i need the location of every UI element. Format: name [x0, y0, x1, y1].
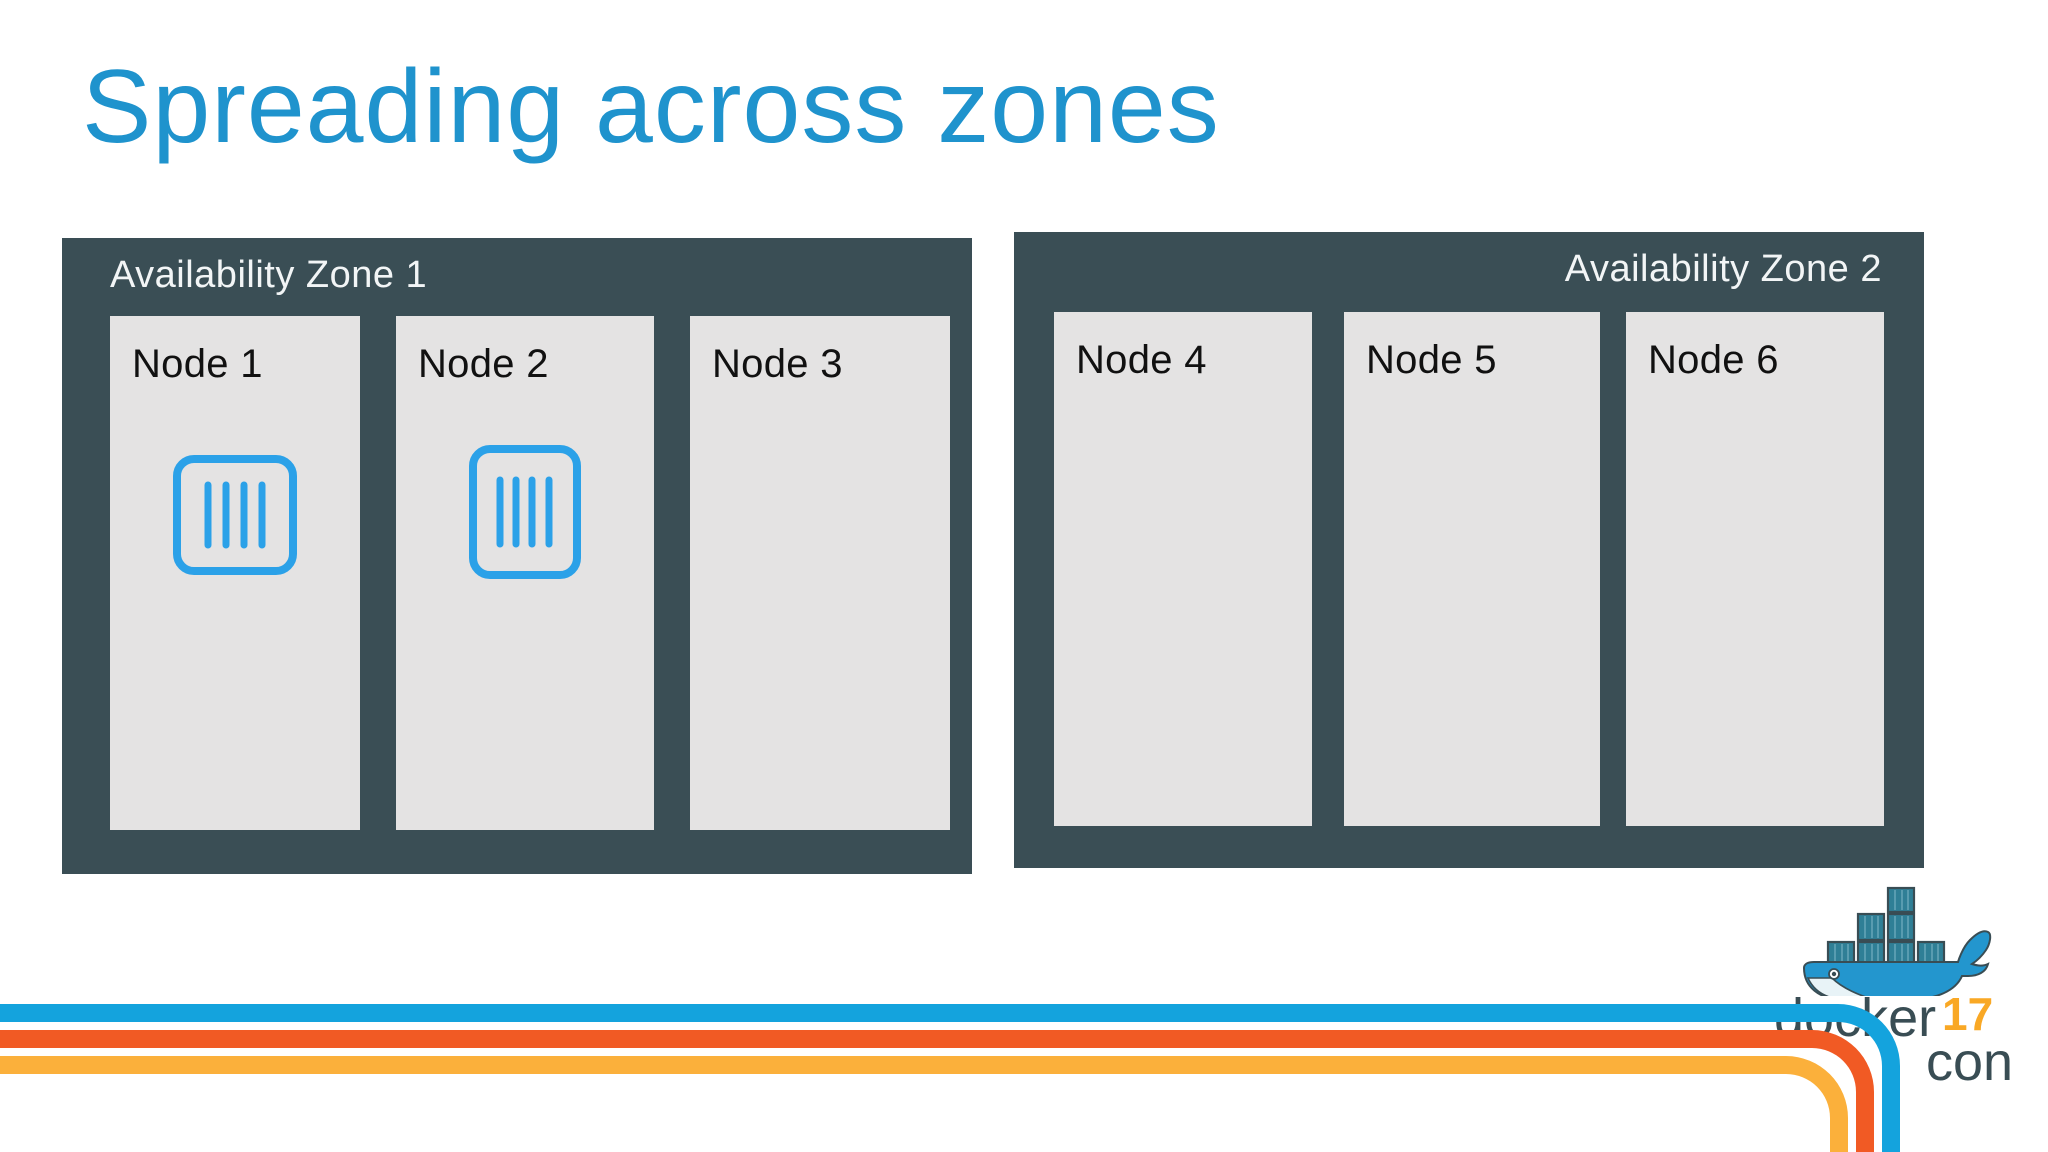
dockercon-wordmark: docker 17 con [1774, 990, 2013, 1086]
availability-zone-1-label: Availability Zone 1 [110, 254, 428, 296]
container-icon [462, 444, 588, 585]
node-panel-4[interactable]: Node 4 [1054, 312, 1312, 826]
node-panel-6[interactable]: Node 6 [1626, 312, 1884, 826]
node-label-3: Node 3 [712, 342, 843, 386]
docker-whale-icon [1802, 886, 1992, 1001]
availability-zone-2-label: Availability Zone 2 [1564, 248, 1882, 290]
wordmark-con: con [1926, 1032, 2013, 1086]
dockercon-logo: docker 17 con [1772, 886, 2022, 1086]
container-icon [172, 454, 298, 581]
node-label-5: Node 5 [1366, 338, 1497, 382]
node-label-2: Node 2 [418, 342, 549, 386]
stripe-blue [0, 1004, 1900, 1152]
availability-zone-1: Availability Zone 1 Node 1 Node 2 [62, 238, 972, 874]
wordmark-year: 17 [1942, 990, 1993, 1040]
node-panel-2[interactable]: Node 2 [396, 316, 654, 830]
node-panel-5[interactable]: Node 5 [1344, 312, 1600, 826]
stripe-orange [0, 1030, 1874, 1152]
node-label-1: Node 1 [132, 342, 263, 386]
availability-zone-2: Availability Zone 2 Node 4 Node 5 Node 6 [1014, 232, 1924, 868]
node-label-6: Node 6 [1648, 338, 1779, 382]
node-label-4: Node 4 [1076, 338, 1207, 382]
node-panel-3[interactable]: Node 3 [690, 316, 950, 830]
page-title: Spreading across zones [82, 49, 1220, 165]
stripe-yellow [0, 1056, 1848, 1152]
footer-stripes [0, 1004, 1900, 1152]
node-panel-1[interactable]: Node 1 [110, 316, 360, 830]
wordmark-docker: docker [1774, 990, 1936, 1048]
